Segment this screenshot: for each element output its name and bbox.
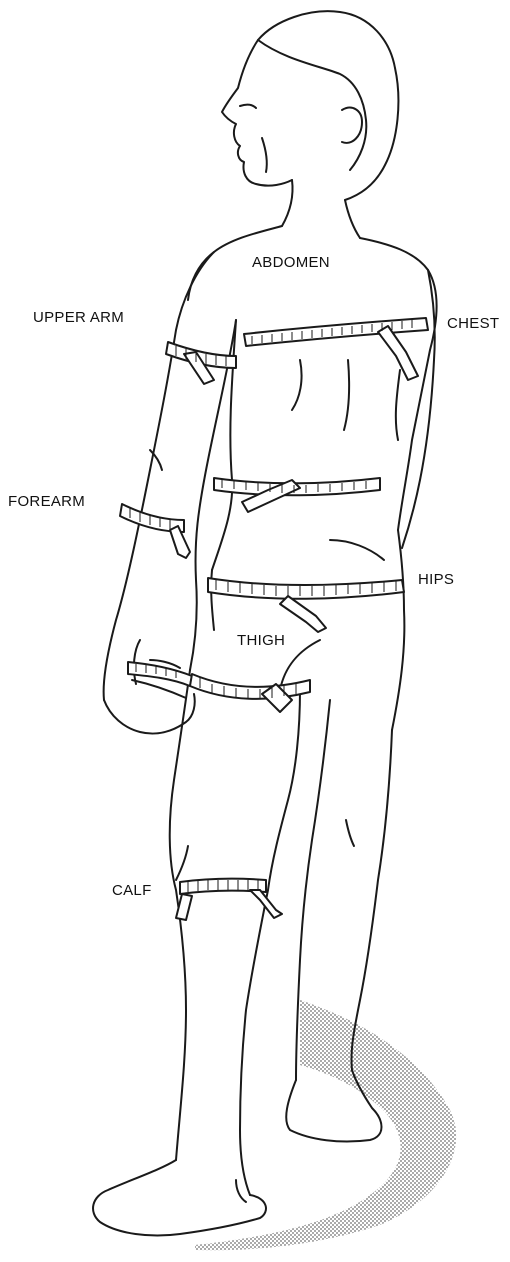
- heel-detail: [236, 1180, 246, 1202]
- tape-ticks: [130, 320, 412, 892]
- neck: [282, 180, 360, 238]
- hips-tape-end: [280, 596, 326, 632]
- measuring-tapes: [120, 318, 428, 920]
- far-leg-back: [351, 730, 392, 1070]
- label-chest: CHEST: [447, 316, 499, 331]
- label-thigh: THIGH: [237, 633, 285, 648]
- knee-line: [176, 846, 188, 880]
- back-muscle-line: [396, 370, 400, 440]
- chest-tape-end: [378, 326, 418, 380]
- eye: [240, 105, 256, 108]
- cheek-line: [262, 138, 267, 172]
- buttocks: [211, 530, 404, 730]
- label-forearm: FOREARM: [8, 494, 85, 509]
- label-abdomen: ABDOMEN: [252, 255, 330, 270]
- shoulder-blade: [292, 360, 302, 410]
- forearm-tape-end: [170, 526, 190, 558]
- far-knee-line: [346, 820, 354, 846]
- spine-line: [344, 360, 349, 430]
- hair-line: [258, 40, 366, 170]
- label-calf: CALF: [112, 883, 152, 898]
- thigh-tape: [190, 674, 310, 699]
- label-hips: HIPS: [418, 572, 454, 587]
- calf-tape-end-left: [176, 894, 192, 920]
- hand-tape: [128, 662, 192, 686]
- near-leg-back: [240, 690, 300, 1195]
- label-upper-arm: UPPER ARM: [33, 310, 124, 325]
- near-hand: [104, 640, 195, 734]
- calf-tape-end-right: [250, 890, 282, 918]
- ear: [342, 108, 362, 143]
- hips-tape: [208, 578, 404, 599]
- floor-shadow: [195, 1000, 456, 1250]
